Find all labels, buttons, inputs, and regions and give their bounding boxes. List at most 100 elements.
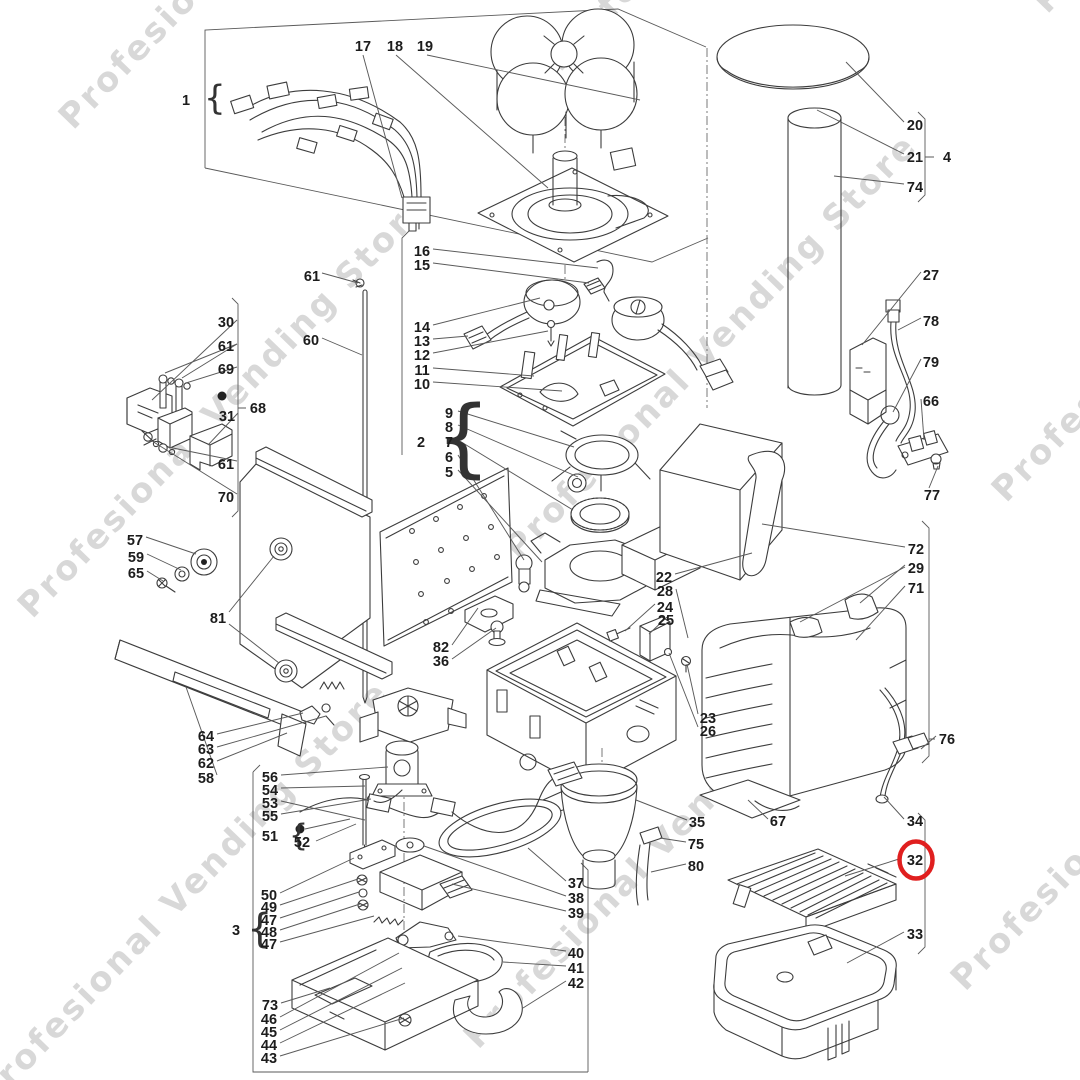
leader-line bbox=[151, 319, 238, 401]
watermark-text: Profesional Vending Store bbox=[984, 68, 1080, 510]
part-number-label: 69 bbox=[218, 362, 234, 378]
leader-line bbox=[816, 109, 905, 155]
highlight-layer bbox=[897, 839, 935, 881]
part-number-label: 44 bbox=[261, 1038, 277, 1054]
leader-line bbox=[279, 903, 361, 931]
leader-line bbox=[928, 465, 939, 489]
leader-line bbox=[280, 798, 372, 815]
leader-line bbox=[846, 931, 905, 964]
part-number-label: 40 bbox=[568, 946, 584, 962]
leader-line bbox=[280, 987, 331, 1004]
part-number-label: 64 bbox=[198, 729, 214, 745]
group-frames bbox=[204, 8, 935, 1073]
leader-line bbox=[321, 272, 359, 284]
leader-line bbox=[423, 845, 567, 897]
leader-line bbox=[675, 588, 689, 639]
leader-line bbox=[151, 440, 238, 495]
leader-line bbox=[216, 715, 327, 748]
leader-line bbox=[280, 766, 389, 776]
leader-line bbox=[181, 343, 238, 379]
brewer-group-drawing bbox=[291, 687, 583, 1051]
part-number-label: 16 bbox=[414, 244, 430, 260]
part-number-label: 22 bbox=[656, 570, 672, 586]
group-brace: { bbox=[204, 79, 226, 119]
part-number-label: 81 bbox=[210, 611, 226, 627]
leader-line bbox=[920, 398, 925, 441]
part-number-label: 32 bbox=[907, 853, 923, 869]
leader-line bbox=[216, 732, 288, 762]
leader-line bbox=[432, 367, 535, 377]
leader-line bbox=[432, 335, 469, 340]
leader-line bbox=[432, 262, 590, 284]
leader-line bbox=[279, 891, 360, 919]
leader-line bbox=[279, 915, 375, 943]
part-number-label: 33 bbox=[907, 927, 923, 943]
part-number-label: 25 bbox=[658, 613, 674, 629]
part-number-label: 79 bbox=[923, 355, 939, 371]
part-number-label: 62 bbox=[198, 756, 214, 772]
part-number-label: 37 bbox=[568, 876, 584, 892]
part-number-label: 78 bbox=[923, 314, 939, 330]
part-number-label: 66 bbox=[923, 394, 939, 410]
side-panel-drawing bbox=[156, 446, 393, 690]
wiring-harness-drawing bbox=[230, 81, 431, 232]
leader-line bbox=[674, 552, 753, 575]
leader-line bbox=[432, 381, 563, 392]
part-number-label: 45 bbox=[261, 1025, 277, 1041]
part-number-label: 59 bbox=[128, 550, 144, 566]
leader-line bbox=[146, 553, 182, 571]
part-number-label: 21 bbox=[907, 150, 923, 166]
part-number-label: 52 bbox=[294, 835, 310, 851]
part-number-label: 2 bbox=[417, 435, 425, 451]
leader-line bbox=[167, 446, 238, 462]
leader-line bbox=[668, 652, 699, 728]
part-number-label: 82 bbox=[433, 640, 449, 656]
leader-line bbox=[315, 823, 357, 842]
leader-line bbox=[502, 961, 567, 967]
leader-line bbox=[207, 412, 239, 446]
part-number-label: 76 bbox=[939, 732, 955, 748]
leader-line bbox=[185, 366, 238, 384]
part-number-label: 80 bbox=[688, 859, 704, 875]
bullet-part-51 bbox=[295, 824, 305, 834]
part-number-label: 71 bbox=[908, 581, 924, 597]
leader-line bbox=[451, 607, 479, 646]
leader-line bbox=[451, 627, 497, 660]
leader-line bbox=[279, 1017, 405, 1057]
leader-lines-layer bbox=[145, 54, 939, 1057]
part-number-label: 74 bbox=[907, 180, 923, 196]
part-number-label: 38 bbox=[568, 891, 584, 907]
part-number-label: 18 bbox=[387, 39, 403, 55]
diagram-art bbox=[114, 8, 949, 1073]
leader-line bbox=[686, 663, 699, 715]
part-number-label: 53 bbox=[262, 796, 278, 812]
leader-line bbox=[920, 735, 937, 750]
part-number-label: 47 bbox=[261, 937, 277, 953]
part-number-label: 46 bbox=[261, 1012, 277, 1028]
part-number-label: 58 bbox=[198, 771, 214, 787]
leader-line bbox=[280, 800, 366, 821]
part-number-label: 4 bbox=[943, 150, 951, 166]
bullet-part-68 bbox=[217, 391, 227, 401]
part-number-label: 36 bbox=[433, 654, 449, 670]
leader-line bbox=[747, 799, 769, 820]
leader-line bbox=[457, 410, 575, 448]
part-number-label: 31 bbox=[219, 409, 235, 425]
rod-drawing bbox=[352, 278, 368, 704]
part-number-label: 35 bbox=[689, 815, 705, 831]
leader-line bbox=[833, 175, 905, 185]
part-number-label: 48 bbox=[261, 925, 277, 941]
leader-line bbox=[650, 863, 687, 873]
leader-line bbox=[432, 330, 549, 354]
part-number-label: 61 bbox=[218, 339, 234, 355]
leader-line bbox=[844, 858, 900, 877]
part-number-label: 8 bbox=[445, 420, 453, 436]
part-number-label: 77 bbox=[924, 488, 940, 504]
leader-line bbox=[457, 935, 567, 952]
leader-line bbox=[228, 555, 275, 613]
group-brace: { bbox=[436, 387, 491, 487]
leader-line bbox=[897, 317, 922, 331]
leader-line bbox=[279, 967, 403, 1031]
watermark-text: Profesional Vending Store bbox=[902, 1045, 1080, 1080]
